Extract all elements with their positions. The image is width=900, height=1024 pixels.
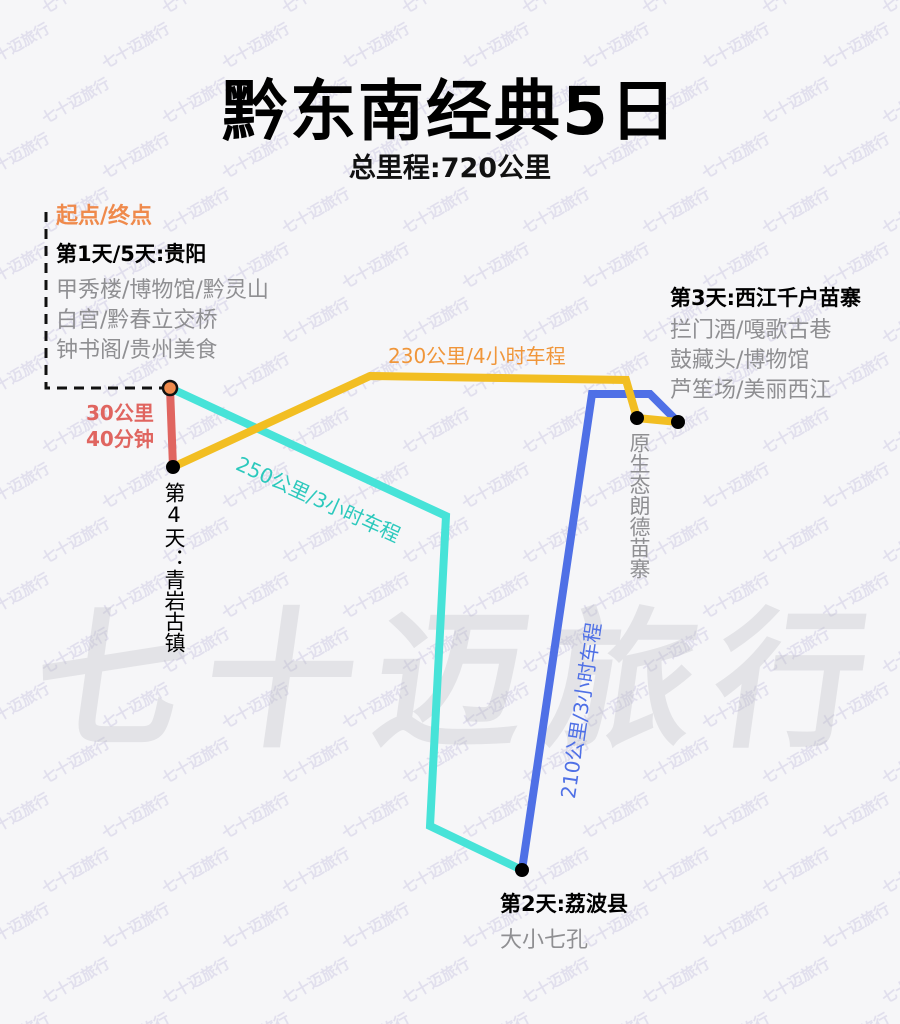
highlight-line: 鼓藏头/博物馆 bbox=[670, 348, 810, 373]
highlight-line: 白宫/黔春立交桥 bbox=[56, 308, 218, 333]
stop-dot-guiyang[interactable] bbox=[161, 379, 179, 397]
route-libo-xijiang bbox=[518, 390, 681, 871]
stop-highlights-guiyang: 甲秀楼/博物馆/黔灵山 白宫/黔春立交桥 钟书阁/贵州美食 bbox=[56, 276, 269, 366]
highlight-line: 钟书阁/贵州美食 bbox=[56, 338, 218, 363]
highlight-line: 拦门酒/嘎歌古巷 bbox=[670, 318, 832, 343]
stop-name-xijiang: 第3天:西江千户苗寨 bbox=[670, 286, 862, 310]
stop-dot-xijiang[interactable] bbox=[671, 415, 685, 429]
stop-highlights-libo: 大小七孔 bbox=[500, 928, 589, 953]
route-label-langde-qingyan: 230公里/4小时车程 bbox=[388, 344, 566, 368]
stop-dot-qingyan[interactable] bbox=[166, 460, 180, 474]
highlight-line: 甲秀楼/博物馆/黔灵山 bbox=[56, 278, 269, 303]
route-langde-qingyan bbox=[171, 371, 679, 471]
stop-name-libo: 第2天:荔波县 bbox=[500, 892, 629, 916]
stop-dot-libo[interactable] bbox=[515, 863, 529, 877]
stop-name-guiyang: 第1天/5天:贵阳 bbox=[56, 242, 207, 266]
stop-dot-langde[interactable] bbox=[630, 411, 644, 425]
start-end-label: 起点/终点 bbox=[56, 204, 153, 229]
highlight-line: 芦笙场/美丽西江 bbox=[670, 378, 832, 403]
route-guiyang-qingyan bbox=[166, 387, 177, 468]
route-duration: 40分钟 bbox=[86, 427, 154, 451]
stop-name-qingyan: 第4天：青岩古镇 bbox=[162, 482, 186, 653]
route-label-guiyang-qingyan: 30公里 40分钟 bbox=[86, 400, 154, 452]
page-title: 黔东南经典5日 bbox=[222, 73, 678, 150]
total-distance: 总里程:720公里 bbox=[348, 153, 552, 184]
stop-highlights-xijiang: 拦门酒/嘎歌古巷 鼓藏头/博物馆 芦笙场/美丽西江 bbox=[670, 316, 831, 406]
stop-name-langde: 原生态朗德苗寨 bbox=[627, 432, 651, 579]
route-guiyang-libo bbox=[168, 384, 524, 874]
start-end-dashed-line bbox=[44, 212, 170, 390]
route-distance: 30公里 bbox=[86, 401, 154, 425]
